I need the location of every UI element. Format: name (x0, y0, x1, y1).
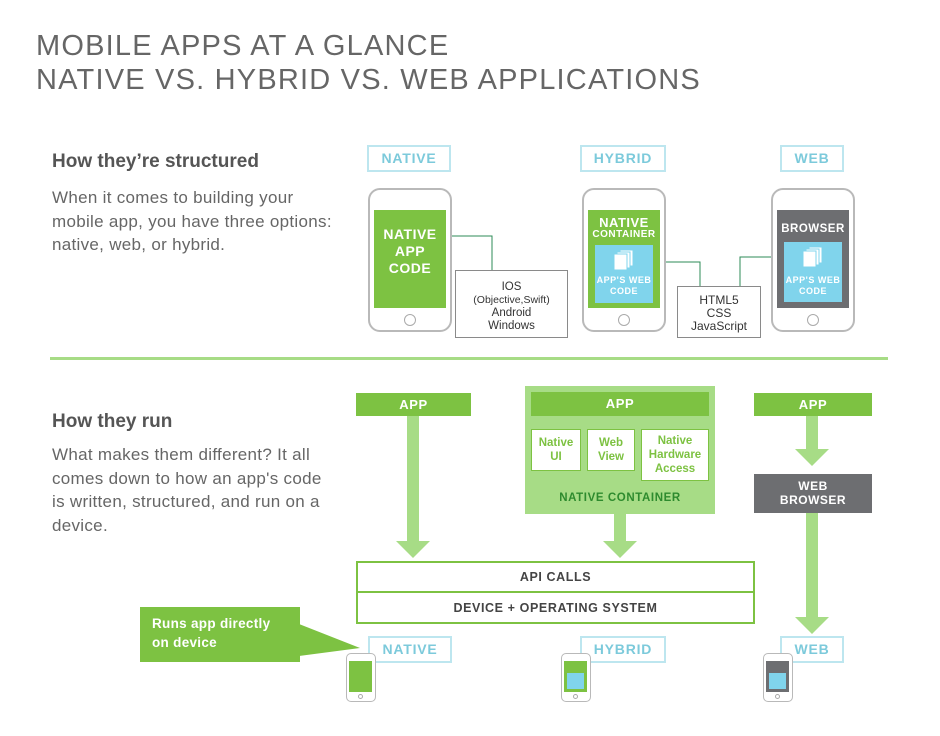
native-phone-small (346, 653, 376, 702)
hybrid-container-line1: NATIVE (599, 215, 649, 230)
hybrid-tech-box: HTML5 CSS JavaScript (677, 286, 761, 338)
label-native-bottom: NATIVE (368, 636, 452, 663)
web-arrow-top-shaft (806, 416, 818, 450)
hybrid-web-code-line2: CODE (609, 286, 638, 296)
native-app-code: NATIVE APP CODE (374, 210, 446, 308)
label-web-bottom: WEB (780, 636, 844, 663)
web-phone-small (763, 653, 793, 702)
structured-heading: How they’re structured (52, 151, 259, 172)
native-app-code-line2: APP (394, 243, 426, 259)
part-hardware-line2: Hardware (648, 449, 702, 461)
web-phone: BROWSER APP'S WEB CODE (771, 188, 855, 332)
web-web-code-line1: APP'S WEB (785, 275, 841, 285)
structured-body: When it comes to building your mobile ap… (52, 188, 332, 254)
web-browser-line1: WEB (798, 479, 828, 493)
api-device-block: API CALLS DEVICE + OPERATING SYSTEM (356, 561, 755, 624)
label-hybrid-top: HYBRID (580, 145, 666, 172)
part-web-view-line1: Web (598, 437, 624, 449)
platform-ios-langs: (Objective,Swift) (473, 294, 550, 306)
api-calls: API CALLS (358, 563, 753, 593)
native-container-label: NATIVE CONTAINER (559, 492, 681, 504)
hybrid-phone-small-web (567, 673, 584, 689)
native-phone: NATIVE APP CODE (368, 188, 452, 332)
web-phone-small-web (769, 673, 786, 689)
tech-html5: HTML5 (699, 293, 739, 307)
native-app-bar: APP (356, 393, 471, 416)
hybrid-web-code: APP'S WEB CODE (595, 245, 653, 303)
hybrid-arrow-head (603, 541, 637, 558)
native-phone-small-home (358, 694, 363, 699)
page-title-line1: MOBILE APPS AT A GLANCE (36, 30, 450, 62)
web-web-code-line2: CODE (798, 286, 827, 296)
hybrid-phone-small (561, 653, 591, 702)
pages-icon (613, 249, 634, 271)
tech-javascript: JavaScript (690, 319, 748, 333)
tech-css: CSS (706, 306, 732, 320)
hybrid-part-native-hardware-access: Native Hardware Access (641, 429, 709, 481)
web-web-code-text: APP'S WEB CODE (784, 275, 842, 297)
page-title-line2: NATIVE VS. HYBRID VS. WEB APPLICATIONS (36, 64, 701, 96)
hybrid-container-line2: CONTAINER (592, 229, 656, 240)
hybrid-web-code-text: APP'S WEB CODE (595, 275, 653, 297)
hybrid-arrow-shaft (614, 514, 626, 542)
run-body: What makes them different? It all comes … (52, 445, 322, 535)
device-operating-system: DEVICE + OPERATING SYSTEM (453, 601, 658, 615)
part-native-ui-line2: UI (550, 451, 562, 463)
pages-icon (802, 246, 823, 268)
web-arrow-bottom-shaft (806, 513, 818, 618)
hybrid-part-native-ui: Native UI (531, 429, 581, 471)
native-app-code-line1: NATIVE (383, 226, 437, 242)
hybrid-web-code-line1: APP'S WEB (596, 275, 652, 285)
part-hardware-line3: Access (654, 463, 696, 475)
web-browser-box: WEB BROWSER (754, 474, 872, 513)
part-web-view-line2: View (598, 451, 624, 463)
hybrid-native-container: NATIVE CONTAINER APP'S WEB CODE (588, 210, 660, 308)
runs-directly-callout: Runs app directly on device (140, 607, 300, 662)
label-hybrid-bottom: HYBRID (580, 636, 666, 663)
callout-line1: Runs app directly (152, 616, 271, 631)
label-web-top: WEB (780, 145, 844, 172)
native-connector (446, 235, 493, 270)
native-app-code-line3: CODE (388, 260, 432, 276)
platform-android: Android (491, 307, 532, 319)
hybrid-phone-small-screen (564, 661, 587, 692)
web-phone-small-screen (766, 661, 789, 692)
hybrid-home-button (618, 314, 630, 326)
web-browser-line2: BROWSER (779, 493, 847, 507)
hybrid-phone-small-home (573, 694, 578, 699)
callout-pointer (299, 624, 360, 656)
callout-line2: on device (152, 635, 217, 650)
web-app-bar: APP (754, 393, 872, 416)
web-home-button (807, 314, 819, 326)
web-phone-small-home (775, 694, 780, 699)
platform-ios: IOS (501, 281, 522, 293)
hybrid-part-web-view: Web View (587, 429, 635, 471)
web-browser-screen: BROWSER APP'S WEB CODE (777, 210, 849, 308)
web-arrow-bottom-head (795, 617, 829, 634)
web-browser-label: BROWSER (781, 223, 845, 235)
native-home-button (404, 314, 416, 326)
web-web-code: APP'S WEB CODE (784, 242, 842, 302)
hybrid-app-bar: APP (531, 392, 709, 416)
native-platforms-box: IOS (Objective,Swift) Android Windows (455, 270, 568, 338)
part-native-ui-line1: Native (538, 437, 574, 449)
section-divider (50, 357, 888, 360)
part-hardware-line1: Native (657, 435, 693, 447)
hybrid-phone: NATIVE CONTAINER APP'S WEB CODE (582, 188, 666, 332)
native-arrow-head (396, 541, 430, 558)
native-arrow-shaft (407, 416, 419, 542)
hybrid-native-container-block: APP Native UI Web View Native Hardware A… (525, 386, 715, 514)
web-arrow-top-head (795, 449, 829, 466)
platform-windows: Windows (488, 320, 535, 332)
label-native-top: NATIVE (367, 145, 451, 172)
native-phone-small-screen (349, 661, 372, 692)
run-heading: How they run (52, 411, 173, 432)
